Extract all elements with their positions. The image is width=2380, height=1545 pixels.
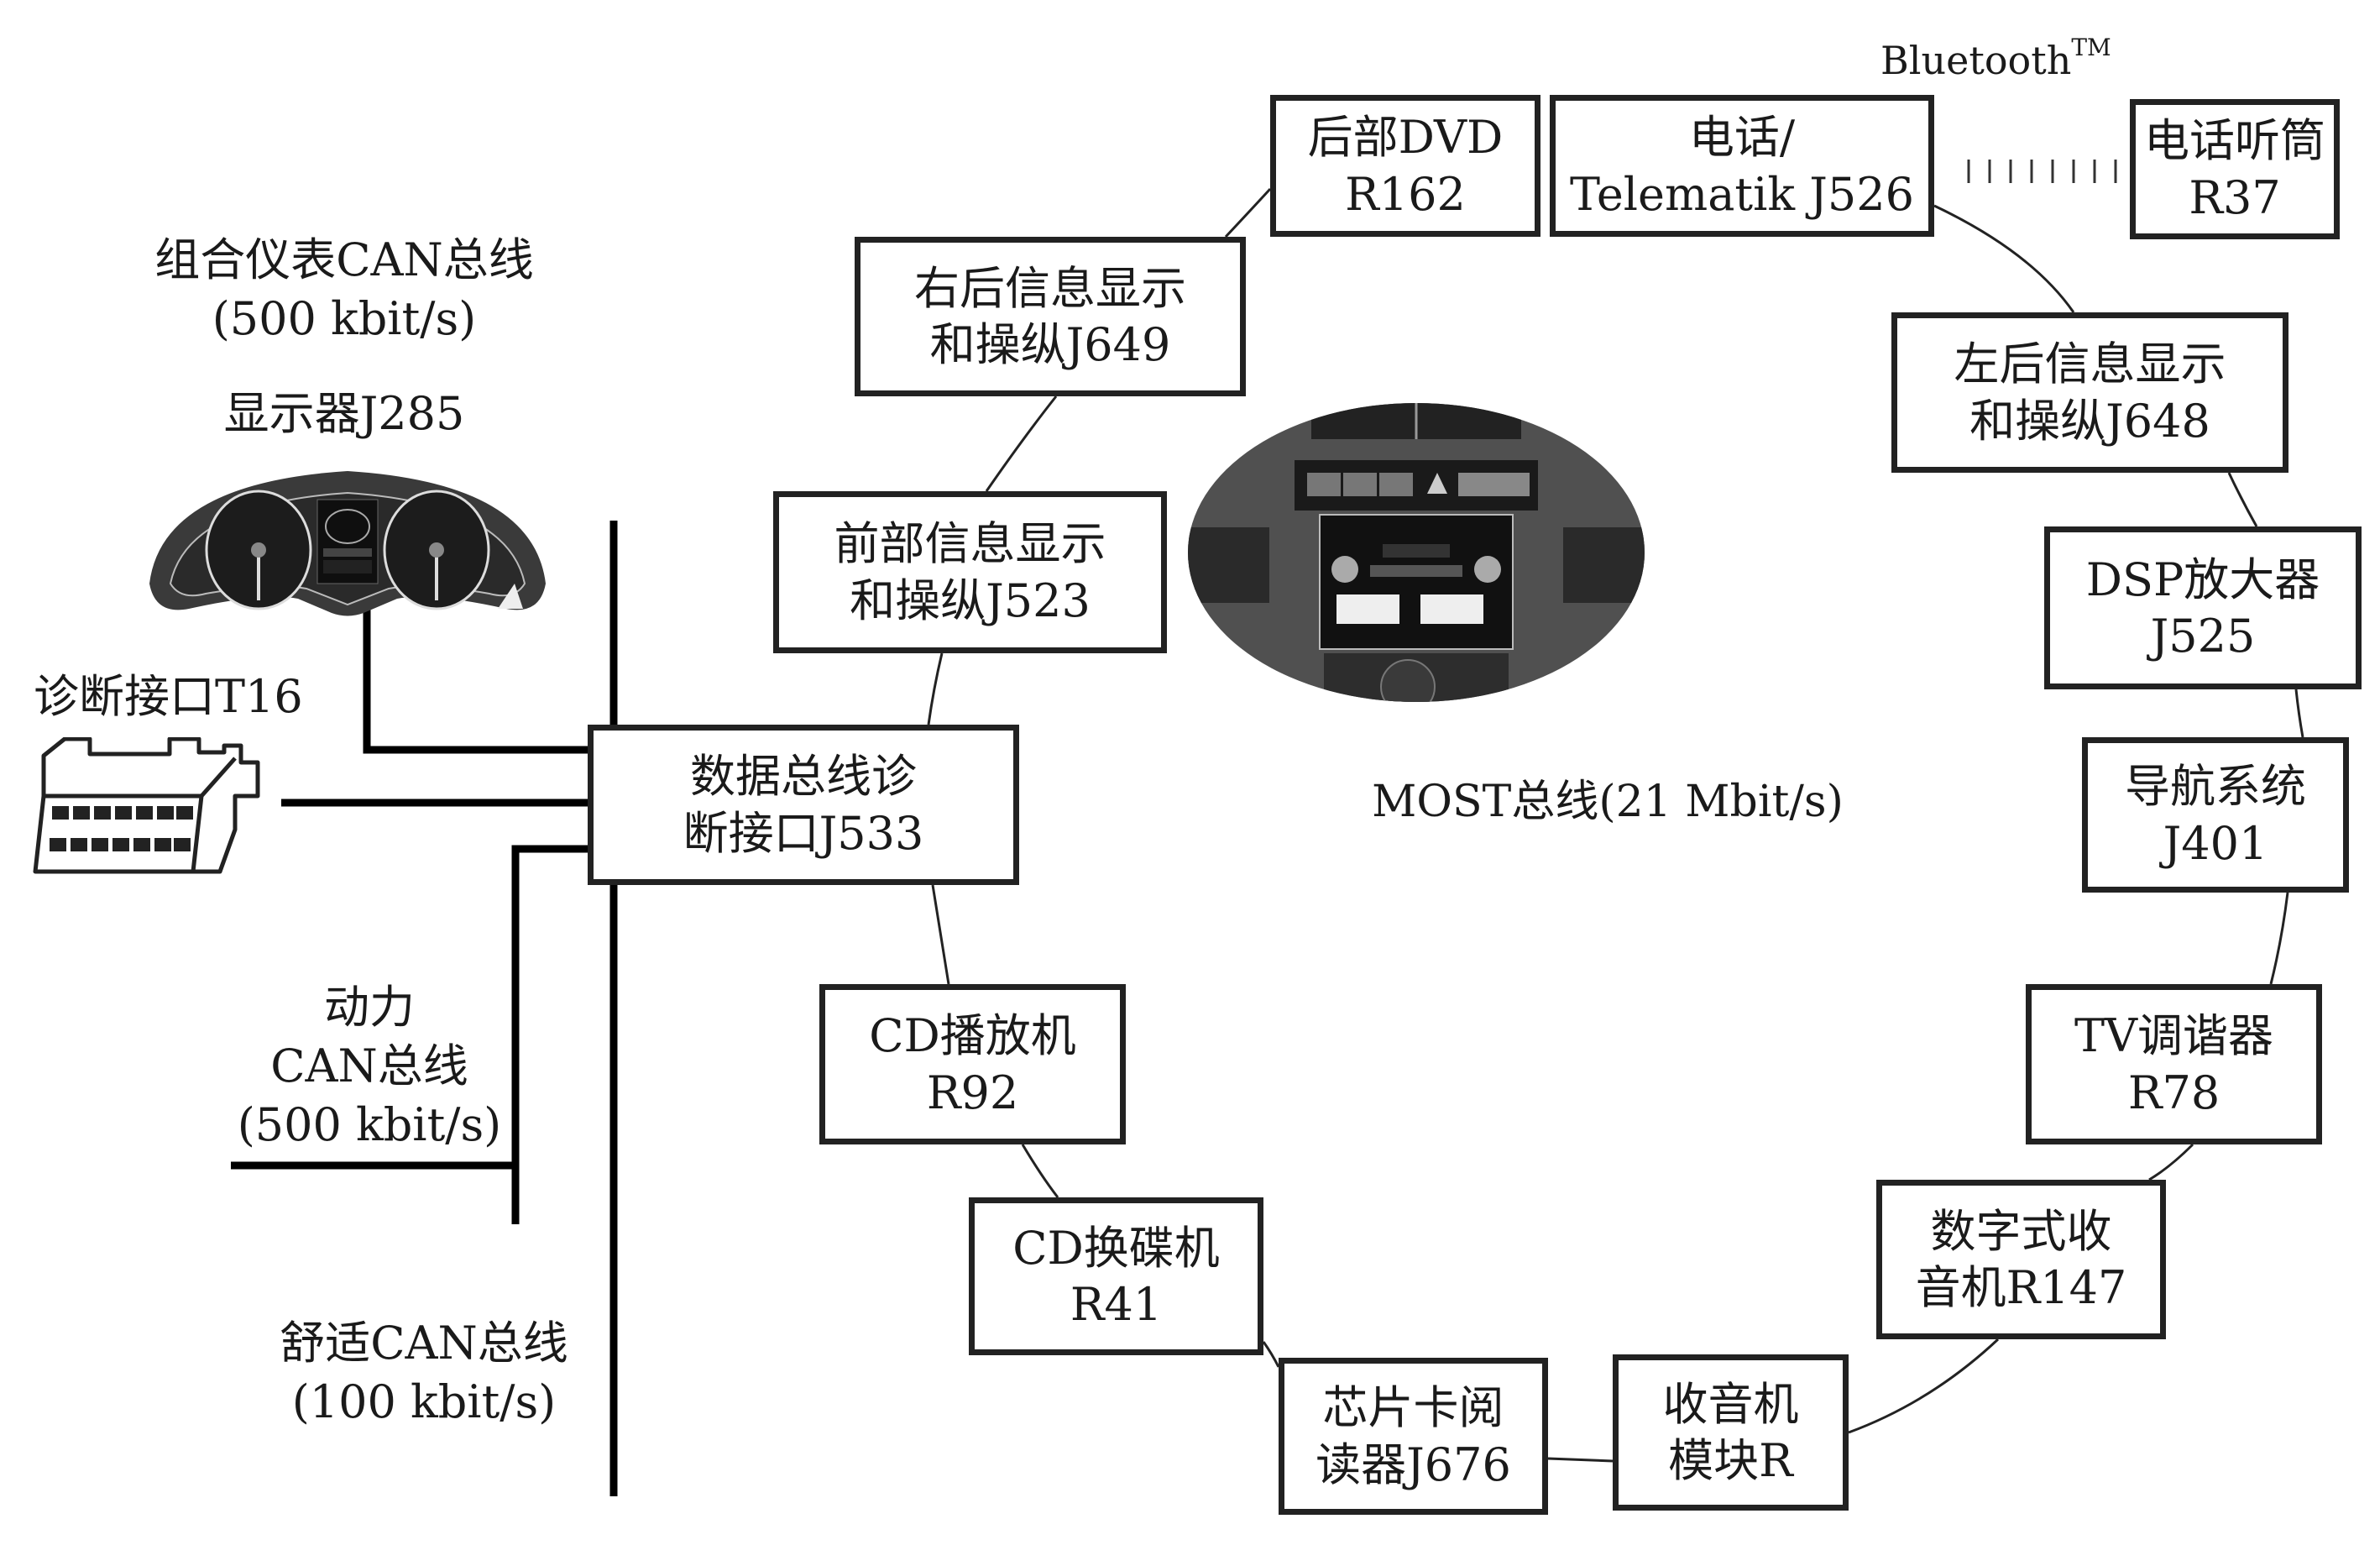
- ring-j526-j648: [1933, 204, 2075, 313]
- bluetooth-text: Bluetooth: [1880, 38, 2072, 83]
- ring-j533-r92: [931, 884, 950, 985]
- diagnostic-connector-label: 诊断接口T16: [34, 670, 303, 723]
- comfort-can-bus-label: 舒适CAN总线 (100 kbit/s): [256, 1314, 592, 1432]
- ring-r78-r147: [2148, 1143, 2194, 1181]
- node-line2: J525: [2150, 610, 2256, 663]
- node-line1: 数字式收: [1930, 1204, 2112, 1258]
- bluetooth-label: BluetoothTM: [1880, 34, 2111, 83]
- powertrain-can-bus-name: CAN总线: [270, 1040, 468, 1093]
- head-unit: [1319, 514, 1514, 650]
- node-line2: R162: [1345, 167, 1466, 221]
- ring-j649-r162: [1224, 187, 1272, 238]
- node-line2: J401: [2163, 816, 2268, 870]
- node-line1: 电话听筒: [2144, 114, 2325, 167]
- powertrain-can-bus-title: 动力: [324, 981, 415, 1034]
- most-node-j649[interactable]: 右后信息显示 和操纵J649: [855, 237, 1246, 396]
- comfort-can-bus-name: 舒适CAN总线: [280, 1317, 568, 1370]
- gateway-j533-line1: 数据总线诊: [690, 750, 917, 803]
- node-line1: TV调谐器: [2074, 1009, 2273, 1062]
- node-line2: 和操纵J649: [929, 318, 1171, 371]
- cluster-can-link: [363, 598, 588, 754]
- ring-j648-j525: [2227, 472, 2258, 527]
- node-line1: 前部信息显示: [834, 517, 1106, 570]
- comfort-can-bus-speed: (100 kbit/s): [291, 1375, 557, 1429]
- powertrain-can-link: [511, 845, 588, 1224]
- cluster-can-bus-label: 组合仪表CAN总线 (500 kbit/s): [126, 231, 562, 348]
- node-line2: R78: [2127, 1066, 2220, 1119]
- center-console-image: [1188, 403, 1645, 702]
- node-line2: 模块R: [1668, 1434, 1793, 1487]
- most-node-j526[interactable]: 电话/ Telematik J526: [1550, 95, 1934, 237]
- most-node-j676[interactable]: 芯片卡阅 读器J676: [1279, 1358, 1548, 1515]
- obd-connector-icon: [33, 737, 260, 874]
- most-node-r162[interactable]: 后部DVD R162: [1270, 95, 1540, 237]
- most-node-radio-module[interactable]: 收音机 模块R: [1613, 1354, 1849, 1511]
- cluster-can-bus-speed: (500 kbit/s): [212, 292, 477, 346]
- node-line2: 读器J676: [1316, 1438, 1511, 1491]
- powertrain-can-bus-label: 动力 CAN总线 (500 kbit/s): [227, 978, 512, 1155]
- node-line1: CD换碟机: [1012, 1221, 1220, 1275]
- most-node-j401[interactable]: 导航系统 J401: [2082, 737, 2349, 893]
- node-line1: 后部DVD: [1307, 111, 1504, 164]
- most-bus-label: MOST总线(21 Mbit/s): [1372, 777, 1844, 827]
- ring-j401-r78: [2269, 892, 2289, 985]
- node-line2: R37: [2189, 170, 2281, 224]
- most-ring-lines: [927, 187, 2304, 1463]
- most-node-j525[interactable]: DSP放大器 J525: [2044, 526, 2362, 689]
- node-line2: 和操纵J648: [1969, 394, 2210, 448]
- node-line1: 电话/: [1688, 111, 1796, 164]
- powertrain-can-bus-speed: (500 kbit/s): [237, 1098, 502, 1152]
- ring-j533-j523: [927, 652, 944, 725]
- most-node-r147[interactable]: 数字式收 音机R147: [1876, 1180, 2166, 1339]
- most-node-r41[interactable]: CD换碟机 R41: [969, 1197, 1263, 1355]
- ring-j523-j649: [985, 395, 1058, 492]
- gateway-j533-box[interactable]: 数据总线诊 断接口J533: [588, 725, 1019, 885]
- bluetooth-trademark: TM: [2071, 34, 2111, 61]
- node-line1: 芯片卡阅: [1322, 1381, 1504, 1434]
- connector-pins: [50, 806, 193, 851]
- gateway-j533-line2: 断接口J533: [683, 806, 924, 860]
- can-bus-lines: [231, 521, 618, 1496]
- bluetooth-link: [1967, 160, 2117, 183]
- most-node-j648[interactable]: 左后信息显示 和操纵J648: [1891, 312, 2288, 473]
- node-line1: DSP放大器: [2085, 553, 2320, 606]
- node-line1: 导航系统: [2125, 760, 2306, 813]
- ring-j676-radio: [1547, 1457, 1614, 1463]
- node-line1: 左后信息显示: [1954, 338, 2226, 390]
- most-node-r92[interactable]: CD播放机 R92: [819, 984, 1126, 1144]
- node-line2: R41: [1070, 1278, 1163, 1331]
- most-node-j523[interactable]: 前部信息显示 和操纵J523: [773, 491, 1167, 653]
- node-line1: CD播放机: [869, 1009, 1076, 1062]
- node-line2: R92: [926, 1066, 1019, 1119]
- cluster-can-bus-name: 组合仪表CAN总线: [154, 233, 534, 286]
- node-line2: Telematik J526: [1570, 167, 1914, 221]
- node-line2: 和操纵J523: [850, 573, 1091, 627]
- ring-r92-r41: [1021, 1144, 1059, 1198]
- node-line1: 右后信息显示: [914, 261, 1186, 315]
- most-node-r78[interactable]: TV调谐器 R78: [2026, 984, 2322, 1144]
- ring-r147-radio: [1848, 1338, 2000, 1434]
- ring-j525-j401: [2294, 689, 2304, 738]
- node-line2: 音机R147: [1915, 1261, 2127, 1314]
- instrument-cluster-image: [149, 471, 546, 616]
- ring-r41-j676: [1262, 1341, 1280, 1368]
- node-line1: 收音机: [1662, 1377, 1799, 1431]
- cluster-display-label: 显示器J285: [223, 387, 465, 440]
- most-node-r37[interactable]: 电话听筒 R37: [2130, 99, 2340, 239]
